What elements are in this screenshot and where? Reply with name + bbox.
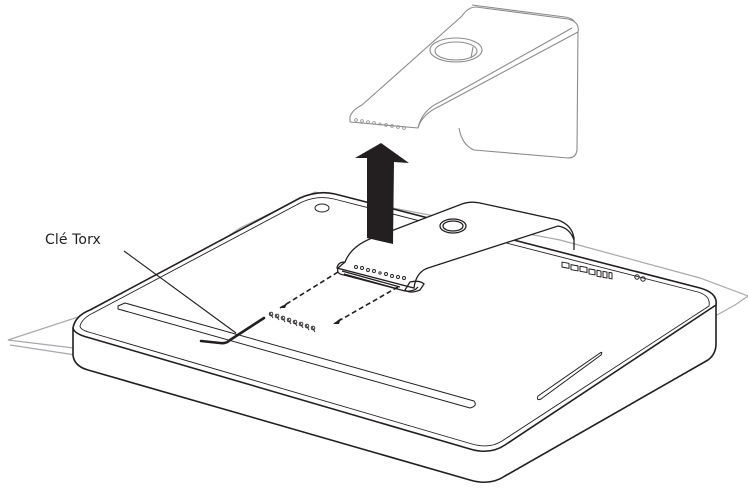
- screw-guide-lines: [279, 271, 399, 324]
- torx-key-callout-label: Clé Torx: [45, 232, 101, 248]
- torx-key: [199, 316, 266, 345]
- guide-arrowhead: [280, 302, 288, 308]
- stand-mount-plate: [336, 201, 575, 293]
- imac-body: [72, 191, 717, 484]
- ports: [561, 261, 646, 282]
- screws: [268, 311, 316, 333]
- guide-arrowhead: [333, 318, 341, 324]
- detached-stand: [349, 4, 579, 159]
- lift-arrow-icon: [355, 143, 409, 244]
- callout-leader: [123, 250, 237, 334]
